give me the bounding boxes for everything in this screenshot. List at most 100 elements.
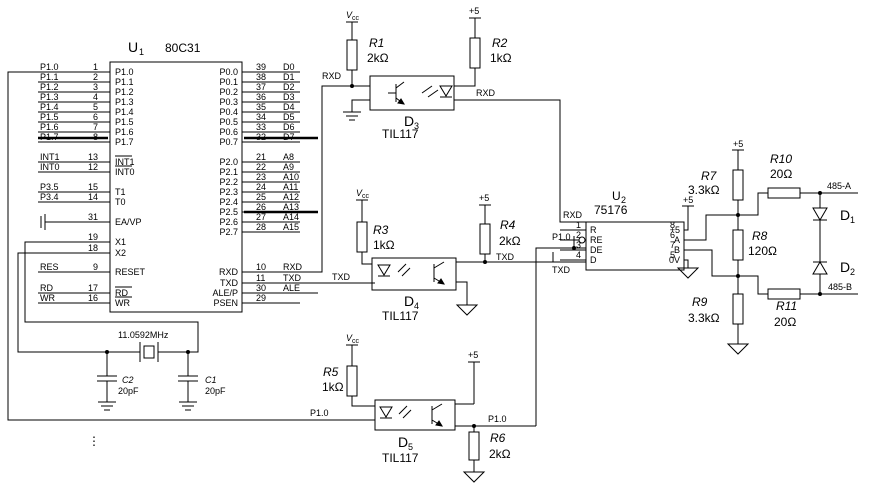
u1-pin-name: RESET: [115, 267, 146, 277]
u1-net-label: P1.3: [40, 92, 59, 102]
u1-pin-number: 16: [88, 293, 98, 303]
ground-icon: [455, 304, 479, 316]
r7-ref: R7: [701, 169, 718, 183]
u2-pin-number: 5: [670, 250, 675, 260]
u2-ref-sub: 2: [621, 195, 626, 205]
d3-part: TIL117: [382, 127, 419, 141]
bus-b-wiring: [684, 249, 768, 295]
u1-pin-name: RXD: [219, 267, 239, 277]
u1-net-label: P3.4: [40, 192, 59, 202]
plus5-icon: +5: [732, 139, 744, 151]
u1-pin-number: 23: [256, 172, 266, 182]
d2-sub: 2: [850, 267, 855, 277]
d1-sub: 1: [850, 215, 855, 225]
r2-ref: R2: [492, 36, 508, 50]
u1-net-label: P1.6: [40, 122, 59, 132]
u1-serial-wires: RXD TXD: [244, 71, 375, 294]
opto-d3: D 3 TIL117: [369, 75, 455, 141]
plus5-icon: +5: [479, 193, 491, 206]
r5-resistor: R5 1kΩ: [322, 345, 375, 407]
r10-ref: R10: [770, 152, 792, 166]
u1-pin-number: 11: [256, 273, 265, 283]
u1-pin-number: 28: [256, 222, 266, 232]
u2-pin-number: 1: [576, 220, 581, 230]
u1-net-label: TXD: [283, 273, 302, 283]
u1-pin-number: 26: [256, 202, 266, 212]
r1-ref: R1: [369, 36, 384, 50]
u1-net-label: ALE: [283, 283, 300, 293]
r4-resistor: R4 2kΩ TXD: [456, 205, 534, 305]
svg-text:+5: +5: [683, 195, 693, 205]
u1-pin-number: 12: [88, 162, 98, 172]
u1-pin-name: P2.5: [219, 207, 238, 217]
ea-vp-connection: [40, 214, 110, 230]
more-indicator: ⋮: [88, 434, 100, 448]
u1-net-label: D0: [283, 62, 295, 72]
c1-ref: C1: [205, 375, 217, 385]
u2-pin-number: 3: [576, 240, 581, 250]
r8-resistor: R8 120Ω: [732, 229, 777, 261]
u1-pin-name: T1: [115, 187, 126, 197]
u1-net-label: RES: [40, 262, 59, 272]
u1-pin-number: 18: [88, 243, 98, 253]
r6-ref: R6: [490, 431, 506, 445]
u1-pin-number: 15: [88, 182, 98, 192]
u1-pin-name: P1.0: [115, 67, 134, 77]
p10-control-net: P1.0: [535, 232, 586, 426]
u1-net-label: D1: [283, 72, 295, 82]
svg-text:cc: cc: [352, 15, 360, 22]
p10-label-right: P1.0: [488, 414, 507, 424]
u1-net-label: P1.2: [40, 82, 59, 92]
r1-value: 2kΩ: [367, 51, 389, 65]
u1-pin-name: P0.6: [219, 127, 238, 137]
r5-ref: R5: [323, 365, 339, 379]
r2-resistor: R2 1kΩ: [454, 18, 512, 87]
u1-net-label: INT0: [40, 162, 60, 172]
u1-net-label: A15: [283, 222, 299, 232]
r10-value: 20Ω: [770, 167, 792, 181]
p10-label-left: P1.0: [310, 408, 329, 418]
d2-ref: D: [840, 259, 850, 275]
u1-pin-name: P2.0: [219, 157, 238, 167]
u1-pin-number: 1: [93, 62, 98, 72]
txd-net: TXD: [534, 252, 586, 275]
u1-net-label: A13: [283, 202, 299, 212]
u1-pin-number: 4: [93, 92, 98, 102]
rxd-net: RXD RXD: [454, 88, 586, 223]
u1-pin-number: 6: [93, 112, 98, 122]
u1-net-label: A8: [283, 152, 294, 162]
u1-pin-number: 3: [93, 82, 98, 92]
u1-pin-name: P2.6: [219, 217, 238, 227]
opto-d4: D 4 TIL117: [371, 257, 457, 323]
svg-text:cc: cc: [352, 338, 360, 345]
r6-value: 2kΩ: [489, 447, 511, 461]
u1-net-label: INT1: [40, 152, 60, 162]
bus-b-label: 485-B: [828, 282, 852, 292]
u1-pin-name: INT1: [115, 157, 135, 167]
vcc-icon: V cc: [356, 188, 370, 201]
rxd-label-u2: RXD: [563, 210, 583, 220]
u1-pin-number: 27: [256, 212, 266, 222]
bus-a-label: 485-A: [827, 181, 851, 191]
plus5-icon: +5: [468, 350, 480, 363]
u1-net-label: D6: [283, 122, 295, 132]
r5-value: 1kΩ: [322, 380, 344, 394]
u1-pin-name: P1.4: [115, 107, 134, 117]
u1-pin-number: 38: [256, 72, 266, 82]
r8-ref: R8: [752, 229, 768, 243]
u1-pin-number: 9: [93, 262, 98, 272]
r4-ref: R4: [500, 218, 516, 232]
r9-value: 3.3kΩ: [688, 311, 720, 325]
u1-pin-name: RD: [115, 288, 128, 298]
r8-value: 120Ω: [748, 244, 777, 258]
u1-net-label: D5: [283, 112, 295, 122]
d4-ref: D: [404, 293, 414, 309]
u1-pin-name: P2.1: [219, 167, 238, 177]
u1-pin-name: P2.3: [219, 187, 238, 197]
